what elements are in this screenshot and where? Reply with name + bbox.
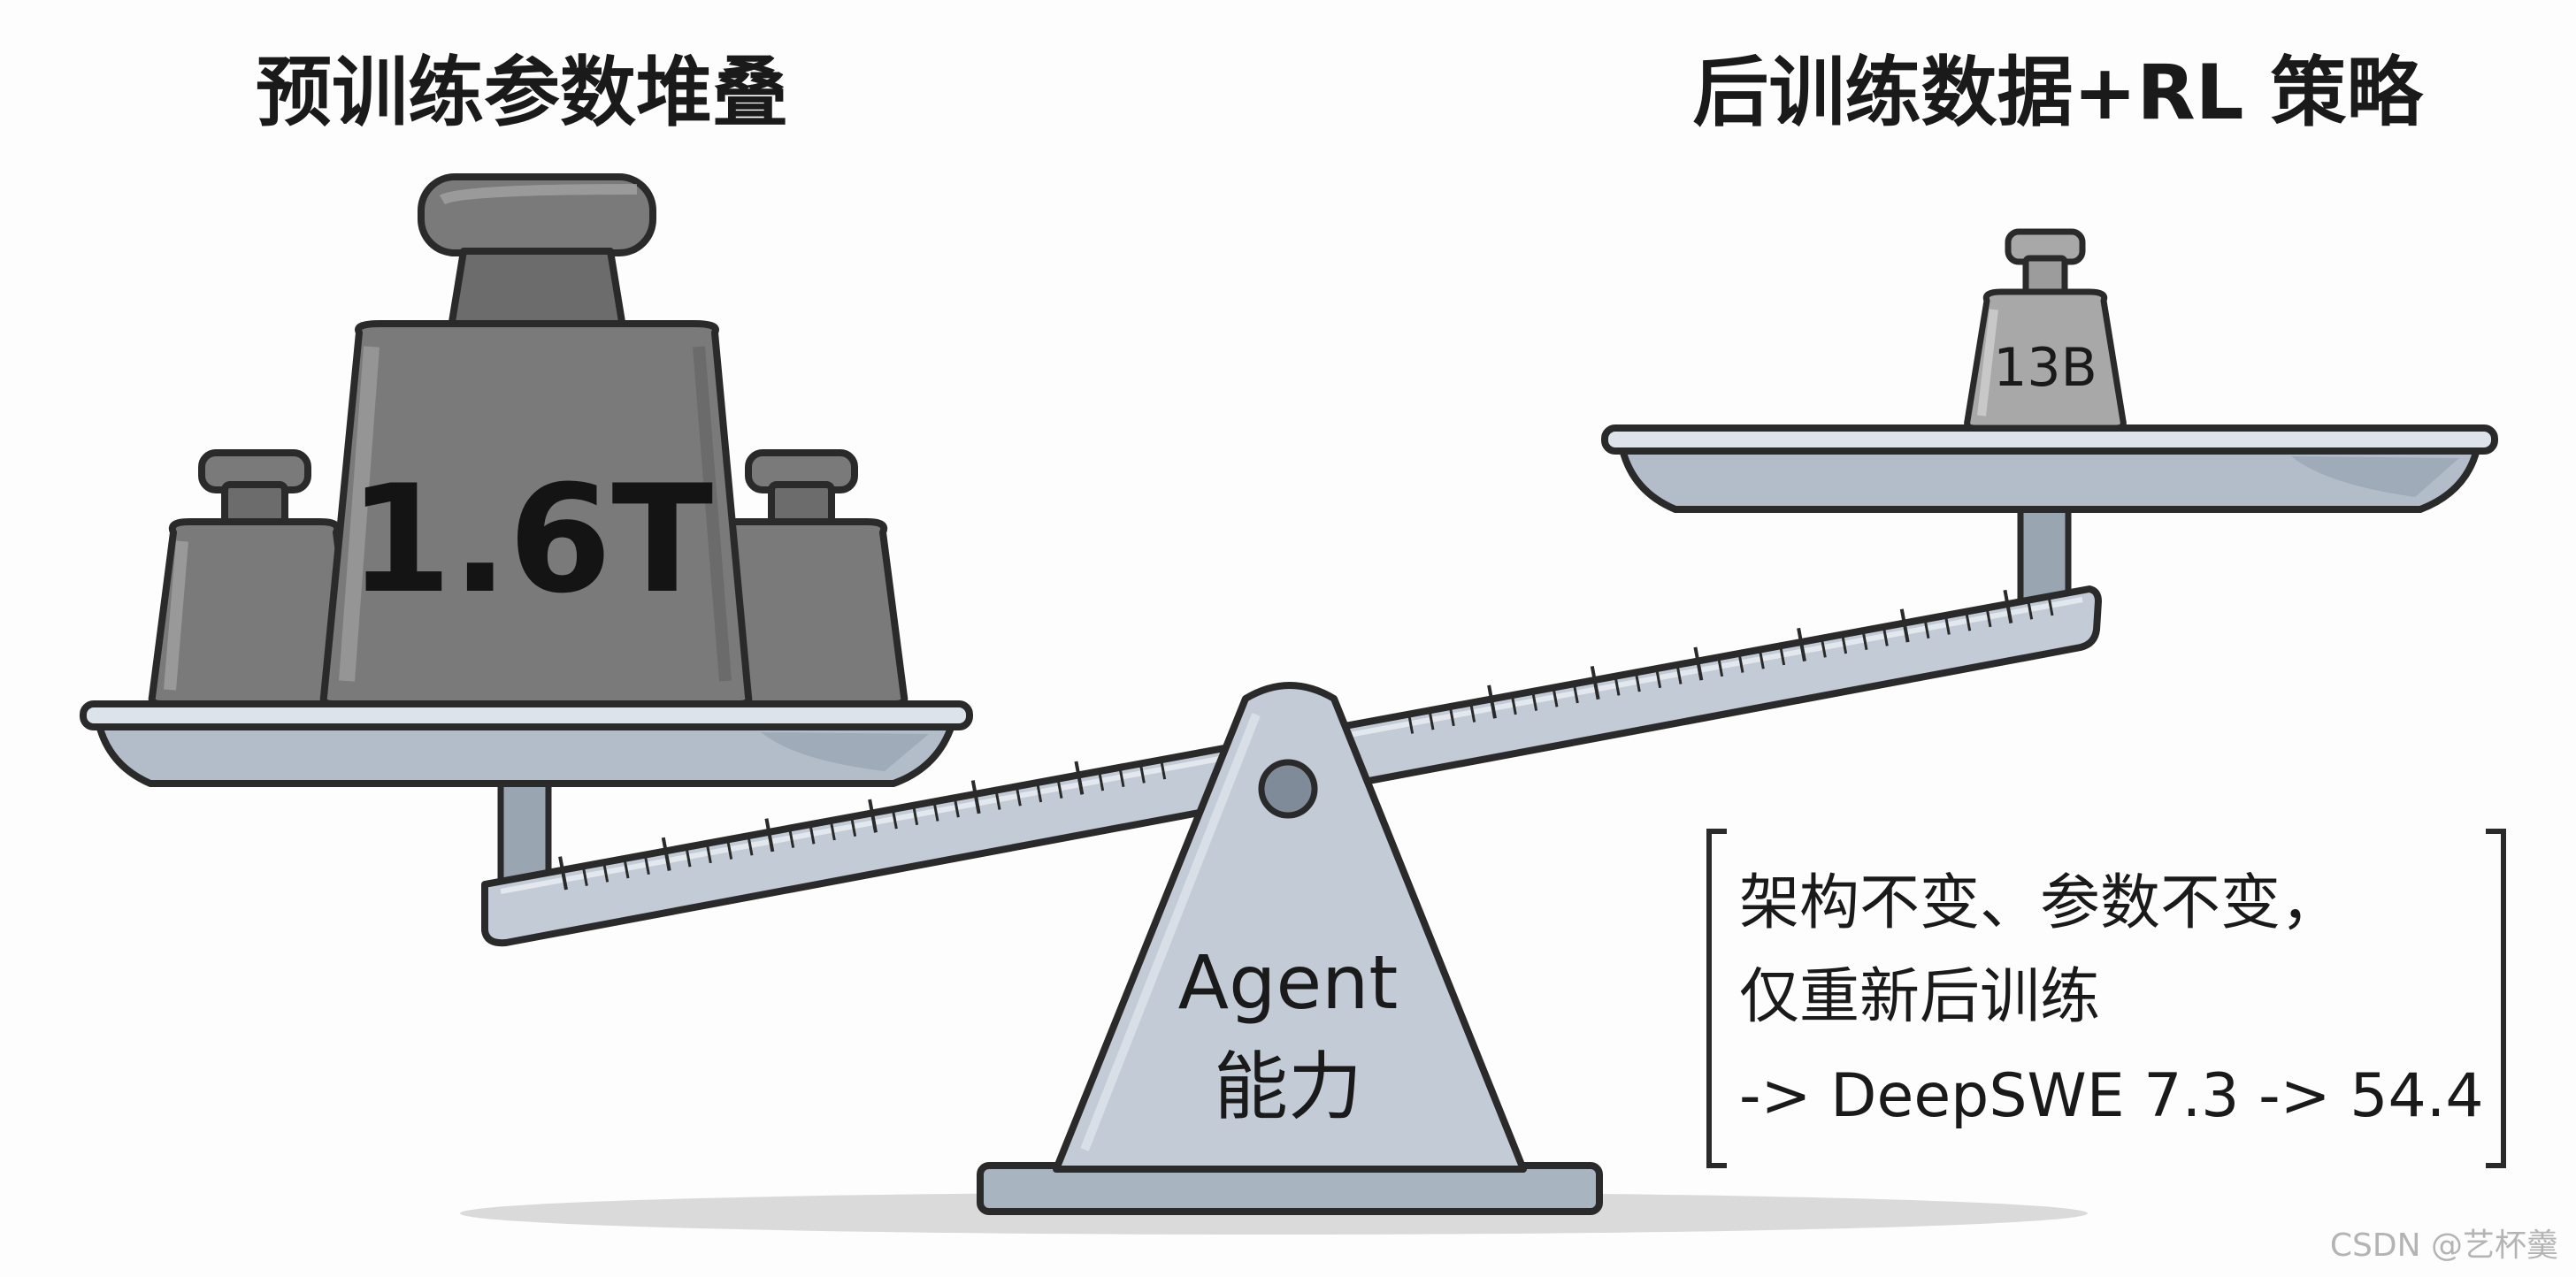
fulcrum-label-line2: 能力 — [1214, 1044, 1362, 1130]
beam-tick — [932, 801, 939, 822]
watermark: CSDN @艺杯羹 — [2330, 1227, 2558, 1264]
beam-tick — [726, 839, 733, 860]
beam-tick — [994, 790, 1001, 810]
beam-tick — [1965, 611, 1972, 631]
beam-tick — [788, 828, 795, 848]
beam-tick — [661, 837, 671, 871]
beam-tick — [891, 809, 898, 830]
beam-tick — [1590, 665, 1600, 700]
beam-tick — [558, 856, 568, 891]
beam-tick — [1448, 706, 1455, 727]
annotation-note: 架构不变、参数不变， 仅重新后训练 -> DeepSWE 7.3 -> 54.4 — [1706, 829, 2506, 1168]
beam-tick — [623, 859, 630, 879]
note-line-2: 仅重新后训练 — [1739, 962, 2100, 1032]
beam-tick — [1552, 687, 1559, 707]
beam-tick — [1510, 695, 1517, 715]
beam-tick — [1572, 684, 1579, 704]
beam-tick — [1899, 608, 1910, 643]
beam-tick — [1487, 684, 1497, 719]
left-pan — [80, 700, 973, 787]
beam-tick — [1693, 646, 1704, 681]
beam-tick — [1820, 638, 1827, 658]
note-line-1: 架构不变、参数不变， — [1739, 868, 2341, 938]
beam-tick — [1944, 615, 1951, 635]
right-title: 后训练数据+RL 策略 — [1692, 49, 2424, 137]
beam-tick — [1655, 668, 1662, 689]
beam-tick — [1797, 627, 1806, 662]
beam-tick — [1531, 691, 1538, 711]
beam-tick — [1036, 783, 1043, 803]
note-bracket-left — [1706, 829, 1727, 1168]
beam-tick — [829, 821, 836, 841]
beam-tick — [1469, 702, 1476, 723]
large-weight: 1.6T — [319, 173, 753, 707]
beam-tick — [850, 816, 857, 837]
beam-tick — [1160, 760, 1167, 780]
beam-tick — [2027, 600, 2034, 620]
note-bracket-right — [2486, 829, 2506, 1168]
beam-tick — [1407, 714, 1414, 734]
beam-tick — [1074, 761, 1085, 795]
beam-tick — [581, 866, 588, 886]
beam-tick — [1098, 771, 1105, 791]
fulcrum-label-line1: Agent — [1178, 939, 1399, 1026]
pivot-bolt — [1258, 759, 1318, 819]
beam-tick — [1138, 763, 1146, 784]
beam-tick — [1056, 778, 1063, 799]
beam-tick — [1428, 710, 1435, 730]
beam-tick — [1779, 646, 1786, 666]
beam-tick — [747, 836, 754, 856]
beam-tick — [1882, 626, 1889, 646]
beam-tick — [1985, 608, 1992, 628]
beam-tick — [705, 843, 712, 864]
beam-tick — [970, 780, 981, 814]
beam-tick — [1737, 653, 1744, 673]
beam-tick — [602, 862, 610, 883]
beam-tick — [953, 798, 960, 818]
beam-scale-ticks — [558, 589, 2054, 891]
large-weight-label: 1.6T — [349, 453, 713, 626]
beam-tick — [1015, 786, 1022, 807]
right-pan — [1601, 424, 2498, 513]
small-weight-13b-label: 13B — [1993, 337, 2097, 399]
beam-tick — [868, 799, 878, 833]
beam-tick — [1861, 630, 1868, 651]
beam-tick — [685, 847, 692, 868]
beam-tick — [1614, 676, 1621, 696]
beam-tick — [1118, 767, 1125, 788]
beam-tick — [1841, 634, 1848, 654]
left-title: 预训练参数堆叠 — [256, 49, 788, 137]
small-weight-13b: 13B — [1964, 228, 2127, 432]
beam-tick — [809, 824, 816, 845]
note-line-3: -> DeepSWE 7.3 -> 54.4 — [1739, 1061, 2484, 1131]
beam-tick — [912, 805, 919, 826]
fulcrum-body — [1053, 682, 1527, 1173]
beam-tick — [764, 818, 775, 853]
beam-tick — [643, 854, 650, 876]
beam-tick — [1758, 649, 1765, 669]
beam-tick — [1634, 672, 1641, 692]
beam-tick — [1923, 618, 1930, 639]
beam-tick — [2003, 589, 2013, 623]
beam-tick — [1717, 656, 1724, 677]
beam-tick — [2047, 596, 2054, 616]
beam-tick — [1675, 664, 1683, 684]
